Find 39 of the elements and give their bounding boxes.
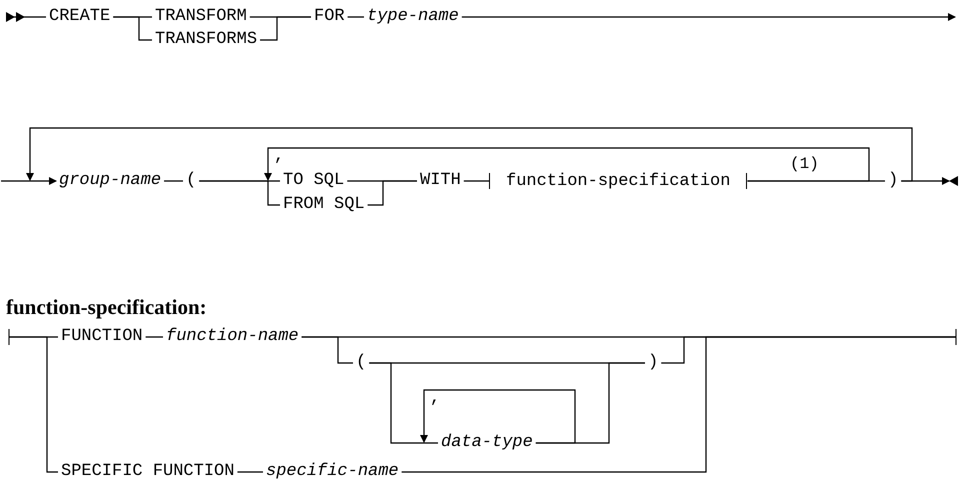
- syntax-keyword: (: [183, 172, 200, 190]
- syntax-keyword: CREATE: [46, 8, 114, 26]
- syntax-keyword: FOR: [311, 8, 348, 26]
- syntax-line: [402, 336, 956, 473]
- syntax-keyword: ): [885, 172, 902, 190]
- arrow: [26, 127, 913, 182]
- syntax-line: [369, 362, 438, 444]
- syntax-line: [6, 12, 46, 22]
- syntax-line: [464, 180, 489, 182]
- fragment-reference: function-specification: [489, 173, 748, 189]
- arrow: [420, 389, 576, 444]
- syntax-keyword: TRANSFORMS: [152, 31, 260, 49]
- syntax-variable: data-type: [438, 434, 536, 452]
- arrow: [264, 147, 870, 182]
- syntax-line: [348, 16, 364, 18]
- syntax-keyword: FUNCTION: [58, 328, 146, 346]
- footnote-mark: (1): [790, 154, 819, 175]
- syntax-line: [237, 471, 263, 473]
- syntax-keyword: ): [645, 354, 662, 372]
- syntax-keyword: (: [353, 354, 370, 372]
- syntax-variable: function-name: [163, 328, 302, 346]
- arrow: [462, 13, 956, 21]
- syntax-line: [199, 180, 280, 206]
- syntax-line: [368, 180, 417, 206]
- syntax-keyword: SPECIFIC FUNCTION: [58, 463, 238, 481]
- syntax-variable: group-name: [56, 172, 164, 190]
- syntax-line: [9, 336, 58, 473]
- syntax-line: [260, 16, 311, 41]
- syntax-keyword: FROM SQL: [280, 196, 368, 214]
- syntax-variable: type-name: [364, 8, 462, 26]
- syntax-keyword: WITH: [417, 172, 464, 190]
- syntax-line: [113, 16, 152, 41]
- syntax-keyword: TO SQL: [280, 172, 348, 190]
- fragment-heading: function-specification:: [6, 294, 207, 321]
- syntax-keyword: TRANSFORM: [152, 8, 250, 26]
- arrow: [1, 177, 57, 185]
- syntax-variable: specific-name: [263, 463, 402, 481]
- syntax-line: [146, 336, 163, 338]
- syntax-line: [164, 180, 183, 182]
